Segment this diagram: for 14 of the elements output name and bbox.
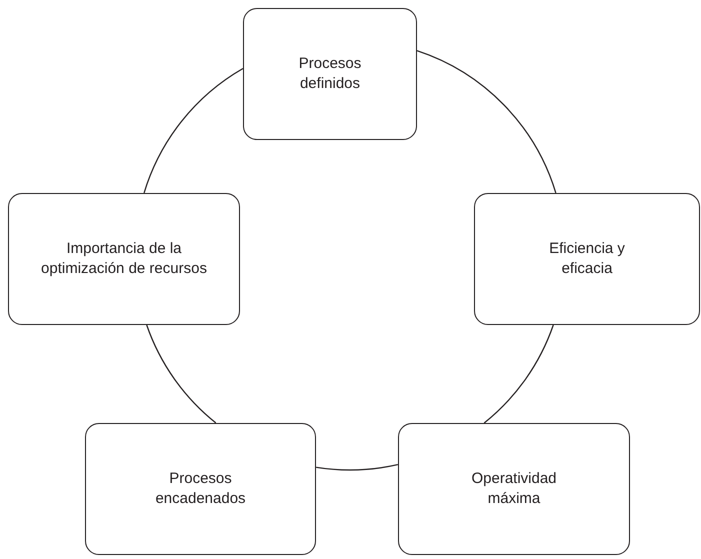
- box-label: Operatividad máxima: [470, 469, 558, 509]
- box-label: Eficiencia y eficacia: [548, 239, 626, 279]
- connector-arc: [484, 324, 554, 424]
- process-box: [85, 423, 316, 555]
- process-box: [243, 8, 417, 140]
- box-label: Procesos encadenados: [154, 469, 247, 509]
- process-box: [398, 423, 630, 555]
- box-label: Procesos definidos: [298, 54, 362, 94]
- process-box: [8, 193, 240, 325]
- connector-arc: [316, 464, 398, 470]
- process-box: [474, 193, 700, 325]
- connector-arc: [416, 50, 556, 194]
- connector-arc: [146, 324, 216, 424]
- box-label: Importancia de la optimización de recursos: [40, 239, 208, 279]
